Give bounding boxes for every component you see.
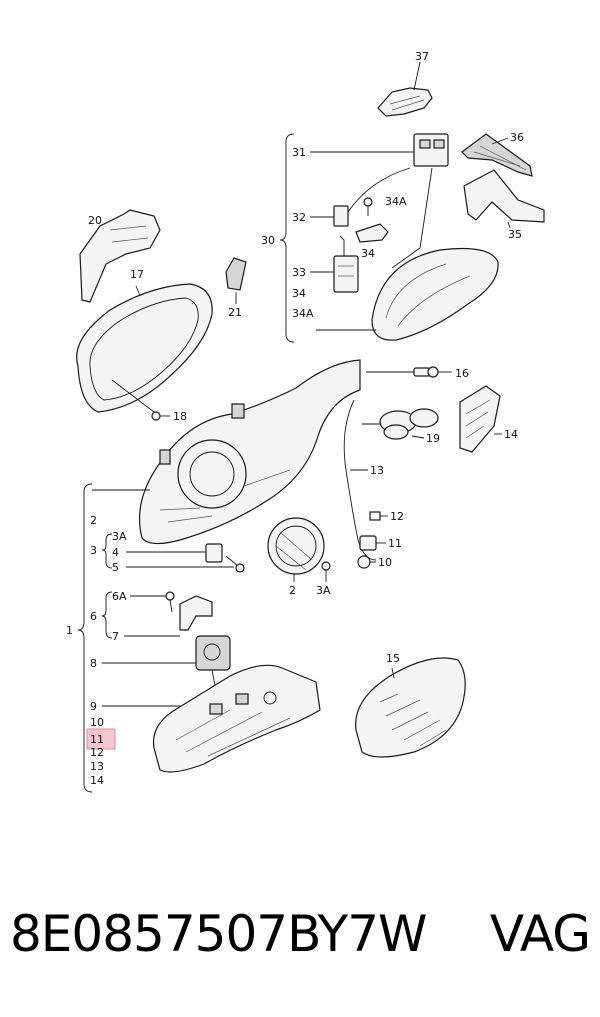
label-3A-cover: 3A	[316, 584, 331, 597]
label-7: 7	[112, 630, 119, 643]
part-36-trim[interactable]	[461, 133, 533, 177]
label-1: 1	[66, 624, 73, 637]
label-14: 14	[90, 774, 104, 787]
label-11-highlight[interactable]: 11	[90, 733, 104, 746]
part-34-clip[interactable]	[355, 223, 389, 243]
bracket-3	[101, 533, 113, 569]
brand-label: VAG	[489, 905, 591, 963]
label-20: 20	[88, 214, 102, 227]
label-9: 9	[90, 700, 97, 713]
part-10-grommet[interactable]	[357, 555, 376, 569]
main-mirror-housing[interactable]	[138, 359, 361, 545]
label-21: 21	[228, 306, 242, 319]
exploded-parts-diagram: 37 36 35 30 31 34A 32 34 33	[66, 50, 545, 793]
label-17: 17	[130, 268, 144, 281]
part-11-connector[interactable]	[359, 535, 386, 551]
label-11-right: 11	[388, 537, 402, 550]
part-20-bracket[interactable]	[79, 209, 161, 303]
label-3A-list: 3A	[112, 530, 127, 543]
part-9-lower-housing[interactable]	[152, 664, 321, 773]
label-34A-left: 34A	[292, 307, 314, 320]
label-6: 6	[90, 610, 97, 623]
bracket-6	[101, 591, 113, 639]
label-34A-top: 34A	[385, 195, 407, 208]
part-number: 8E0857507BY7W	[10, 905, 427, 963]
part-19-covers[interactable]	[362, 408, 439, 440]
label-5: 5	[112, 561, 119, 574]
part-4-clip[interactable]	[205, 543, 223, 563]
label-14-right: 14	[504, 428, 518, 441]
label-13-right: 13	[370, 464, 384, 477]
label-15: 15	[386, 652, 400, 665]
bracket-1	[77, 483, 150, 793]
label-31: 31	[292, 146, 306, 159]
label-34-left: 34	[292, 287, 306, 300]
label-16: 16	[455, 367, 469, 380]
part-17-housing-cover[interactable]	[76, 283, 213, 413]
label-2-list: 2	[90, 514, 97, 527]
part-14-side-light[interactable]	[459, 385, 502, 453]
label-10-right: 10	[378, 556, 392, 569]
part-13-wiring[interactable]	[343, 399, 377, 561]
label-12: 12	[90, 746, 104, 759]
label-37: 37	[415, 50, 429, 63]
part-12-clip[interactable]	[369, 511, 388, 521]
part-33-module[interactable]	[333, 235, 359, 293]
label-3: 3	[90, 544, 97, 557]
part-21-cap[interactable]	[225, 257, 247, 304]
part-3A-screw-cover[interactable]	[321, 561, 331, 582]
label-32: 32	[292, 211, 306, 224]
highlight-11[interactable]	[86, 728, 116, 750]
part-30-turn-signal-housing[interactable]	[316, 167, 499, 341]
label-35: 35	[508, 228, 522, 241]
label-36: 36	[510, 131, 524, 144]
part-37-clip[interactable]	[377, 61, 433, 117]
part-7-bracket[interactable]	[179, 595, 213, 631]
label-4: 4	[112, 546, 119, 559]
label-18: 18	[173, 410, 187, 423]
label-6A: 6A	[112, 590, 127, 603]
part-8-motor[interactable]	[195, 635, 231, 691]
label-10: 10	[90, 716, 104, 729]
label-2-cover: 2	[289, 584, 296, 597]
part-18-screw[interactable]	[111, 379, 170, 421]
part-15-mirror-glass[interactable]	[355, 657, 466, 758]
label-8: 8	[90, 657, 97, 670]
part-32-plug[interactable]	[333, 167, 411, 227]
label-12-right: 12	[390, 510, 404, 523]
part-5-screw[interactable]	[225, 555, 245, 573]
part-2-motor-cover[interactable]	[267, 517, 325, 582]
label-34-mid: 34	[361, 247, 375, 260]
part-6A-screw[interactable]	[165, 591, 175, 613]
part-34A-screw-top[interactable]	[363, 197, 373, 216]
label-30: 30	[261, 234, 275, 247]
footer: 8E0857507BY7W VAG	[10, 905, 591, 985]
part-16-screw[interactable]	[366, 366, 452, 378]
label-33: 33	[292, 266, 306, 279]
part-35-cover-strip[interactable]	[463, 169, 545, 229]
bracket-30	[279, 133, 295, 343]
label-19: 19	[426, 432, 440, 445]
label-13: 13	[90, 760, 104, 773]
part-31-connector[interactable]	[413, 133, 449, 167]
